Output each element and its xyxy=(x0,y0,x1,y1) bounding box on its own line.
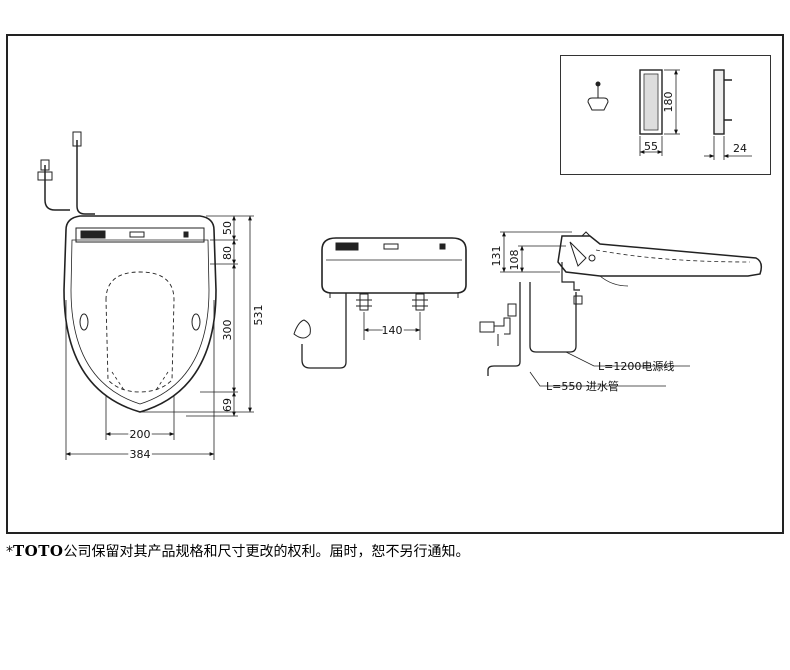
dim-300: 300 xyxy=(221,320,234,341)
dim-108: 108 xyxy=(508,250,521,271)
dim-384: 384 xyxy=(130,448,151,461)
rear-view-dimensions xyxy=(363,312,421,340)
dim-140: 140 xyxy=(382,324,403,337)
dim-55: 55 xyxy=(644,140,658,153)
water-hose-callout: L=550 进水管 xyxy=(546,379,619,393)
drawing-frame xyxy=(6,34,784,534)
front-view xyxy=(37,131,217,413)
dim-50: 50 xyxy=(221,221,234,235)
dim-24: 24 xyxy=(733,142,747,155)
front-view-dimensions xyxy=(65,215,254,460)
dim-80: 80 xyxy=(221,246,234,260)
rear-view xyxy=(293,237,467,369)
side-view xyxy=(479,231,763,376)
footer-asterisk: * xyxy=(6,544,13,560)
remote-inset-dimensions xyxy=(639,69,752,160)
dim-131: 131 xyxy=(490,246,503,267)
dim-531: 531 xyxy=(252,305,265,326)
side-view-dimensions xyxy=(500,231,690,387)
dim-180: 180 xyxy=(662,92,675,113)
dim-69: 69 xyxy=(221,398,234,412)
power-cord-callout: L=1200电源线 xyxy=(598,359,674,373)
disclaimer-footer: *TOTO公司保留对其产品规格和尺寸更改的权利。届时，恕不另行通知。 xyxy=(6,541,469,561)
disclaimer-text: 公司保留对其产品规格和尺寸更改的权利。届时，恕不另行通知。 xyxy=(63,544,470,560)
brand-name: TOTO xyxy=(13,542,64,560)
remote-inset-drawings xyxy=(587,69,732,135)
dim-200: 200 xyxy=(130,428,151,441)
remote-control-inset xyxy=(560,55,771,175)
